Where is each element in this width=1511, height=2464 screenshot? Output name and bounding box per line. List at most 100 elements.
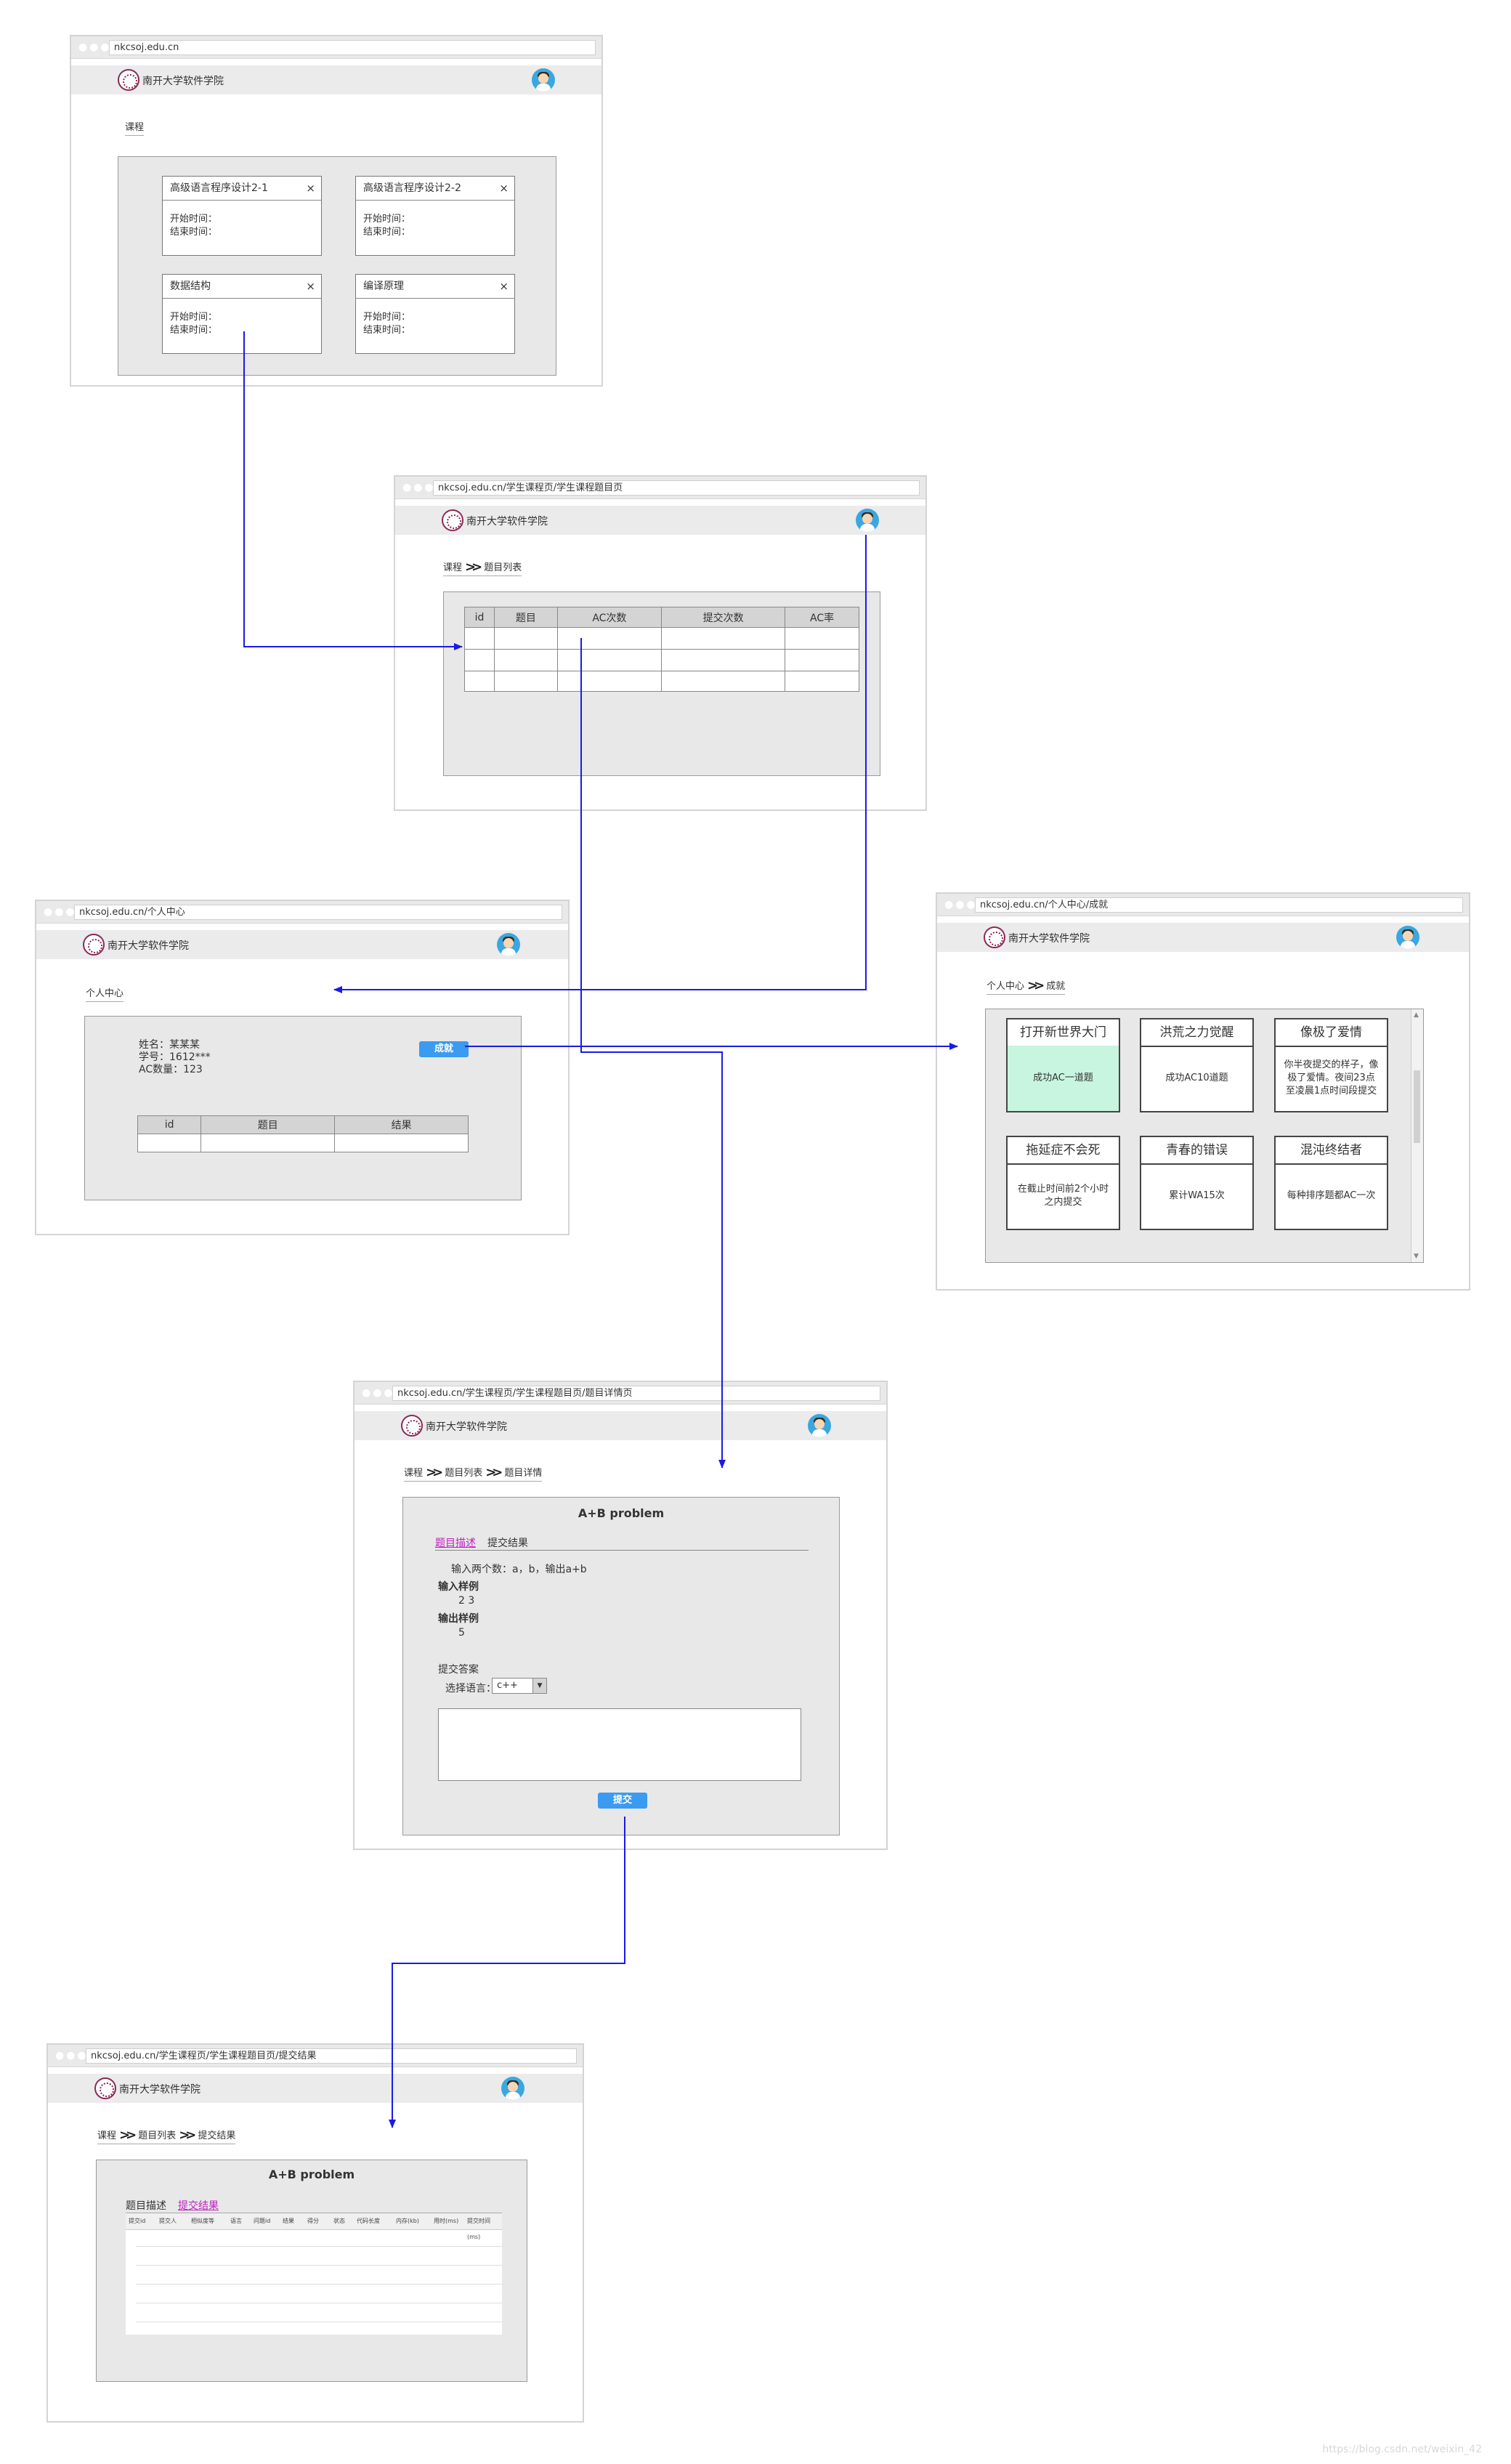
flow-arrow-submit-to-result (389, 1817, 625, 2128)
address-bar[interactable]: nkcsoj.edu.cn/个人中心/成就 (975, 897, 1463, 913)
table-row[interactable] (463, 649, 859, 671)
course-card[interactable]: 数据结构 × 开始时间：结束时间： (162, 274, 322, 354)
school-logo-icon (83, 934, 105, 956)
language-select[interactable]: c++ ▼ (492, 1678, 547, 1694)
breadcrumb: 个人中心>>成就 (987, 978, 1066, 995)
achievement-card[interactable]: 洪荒之力觉醒 成功AC10道题 (1140, 1018, 1254, 1112)
user-avatar-icon[interactable] (501, 2077, 524, 2100)
breadcrumb-achievements[interactable]: 成就 (1046, 981, 1066, 992)
submit-button[interactable]: 提交 (598, 1793, 647, 1809)
close-icon[interactable]: × (306, 280, 315, 293)
school-logo-icon (401, 1415, 423, 1437)
achievement-title: 青春的错误 (1141, 1137, 1252, 1165)
course-title: 编译原理 (356, 275, 514, 299)
language-label: 选择语言： (445, 1683, 496, 1694)
course-card[interactable]: 编译原理 × 开始时间：结束时间： (355, 274, 515, 354)
table-row[interactable] (136, 2246, 502, 2247)
flow-arrow-avatar-to-personal-center (333, 535, 867, 993)
column-header: 结果 (334, 1115, 469, 1134)
school-logo-icon (94, 2077, 116, 2099)
site-header: 南开大学软件学院 (395, 506, 925, 535)
chevron-down-icon[interactable]: ▼ (532, 1679, 546, 1693)
end-time-label: 结束时间： (363, 227, 411, 238)
achievement-card[interactable]: 青春的错误 累计WA15次 (1140, 1136, 1254, 1230)
breadcrumb-submit-result[interactable]: 提交结果 (198, 2130, 236, 2141)
tab-problem-description[interactable]: 题目描述 (435, 1538, 476, 1549)
breadcrumb-problem-list[interactable]: 题目列表 (445, 1468, 483, 1479)
course-title: 高级语言程序设计2-2 (356, 177, 514, 201)
result-table-header: 提交id 提交人 相似度等 语言 问题id 结果 得分 状态 代码长度 内存(k… (126, 2213, 502, 2240)
breadcrumb-course[interactable]: 课程 (443, 562, 463, 573)
achievement-card[interactable]: 拖延症不会死 在截止时间前2个小时之内提交 (1006, 1136, 1120, 1230)
breadcrumb-personal-center[interactable]: 个人中心 (987, 981, 1025, 992)
table-row[interactable] (137, 1134, 469, 1152)
user-name: 姓名：某某某 (139, 1039, 200, 1051)
window-courses: ●●● nkcsoj.edu.cn 南开大学软件学院 课程 高级语言程序设计2-… (70, 35, 603, 387)
window-dots-icon: ●●● (44, 906, 77, 918)
breadcrumb: 课程>>题目列表>>题目详情 (404, 1465, 543, 1482)
achievement-card[interactable]: 打开新世界大门 成功AC一道题 (1006, 1018, 1120, 1112)
user-avatar-icon[interactable] (808, 1414, 831, 1437)
browser-chrome: ●●● nkcsoj.edu.cn/个人中心/成就 (937, 894, 1469, 916)
scroll-up-icon[interactable]: ▲ (1414, 1011, 1419, 1019)
breadcrumb-problem-list[interactable]: 题目列表 (138, 2130, 177, 2141)
breadcrumb-personal-center[interactable]: 个人中心 (86, 988, 124, 999)
user-avatar-icon[interactable] (497, 933, 520, 956)
achievement-button[interactable]: 成就 (419, 1041, 469, 1057)
achievement-title: 像极了爱情 (1276, 1019, 1387, 1047)
achievement-card[interactable]: 混沌终结者 每种排序题都AC一次 (1274, 1136, 1388, 1230)
address-bar[interactable]: nkcsoj.edu.cn (109, 40, 596, 55)
column-header: 提交id (129, 2218, 146, 2224)
course-card[interactable]: 高级语言程序设计2-1 × 开始时间：结束时间： (162, 176, 322, 256)
tab-submit-result[interactable]: 提交结果 (487, 1538, 528, 1549)
start-time-label: 开始时间： (170, 312, 218, 323)
column-header: 用时(ms) (434, 2218, 459, 2224)
achievement-desc: 每种排序题都AC一次 (1287, 1190, 1376, 1201)
tab-problem-description[interactable]: 题目描述 (126, 2200, 166, 2212)
code-textarea[interactable] (438, 1708, 801, 1781)
breadcrumb-problem-detail[interactable]: 题目详情 (504, 1468, 543, 1479)
column-header: 题目 (494, 607, 558, 628)
address-bar[interactable]: nkcsoj.edu.cn/学生课程页/学生课程题目页/题目详情页 (392, 1386, 880, 1401)
flow-arrow-course-to-problem-list (243, 331, 463, 650)
close-icon[interactable]: × (499, 280, 509, 293)
user-avatar-icon[interactable] (856, 509, 879, 532)
flow-arrow-problem-to-detail (580, 638, 726, 1469)
breadcrumb: 课程 (125, 119, 145, 136)
input-sample-label: 输入样例 (438, 1581, 479, 1593)
tab-submit-result[interactable]: 提交结果 (178, 2200, 219, 2212)
breadcrumb-course[interactable]: 课程 (97, 2130, 117, 2141)
school-name: 南开大学软件学院 (108, 940, 189, 952)
course-card[interactable]: 高级语言程序设计2-2 × 开始时间：结束时间： (355, 176, 515, 256)
achievement-title: 混沌终结者 (1276, 1137, 1387, 1165)
table-row[interactable] (136, 2265, 502, 2266)
close-icon[interactable]: × (499, 182, 509, 195)
scroll-down-icon[interactable]: ▼ (1414, 1253, 1419, 1260)
address-bar[interactable]: nkcsoj.edu.cn/个人中心 (74, 905, 562, 920)
user-avatar-icon[interactable] (1396, 926, 1419, 949)
output-sample-label: 输出样例 (438, 1613, 479, 1625)
breadcrumb-problem-list[interactable]: 题目列表 (484, 562, 522, 573)
breadcrumb-course[interactable]: 课程 (404, 1468, 424, 1479)
address-bar[interactable]: nkcsoj.edu.cn/学生课程页/学生课程题目页 (433, 480, 920, 496)
window-personal-center: ●●● nkcsoj.edu.cn/个人中心 南开大学软件学院 个人中心 姓名：… (35, 900, 570, 1235)
column-header: 提交时间(ms) (467, 2218, 490, 2240)
breadcrumb: 个人中心 (86, 985, 124, 1002)
table-row[interactable] (463, 627, 859, 650)
scrollbar[interactable]: ▲ ▼ (1411, 1009, 1423, 1262)
scroll-thumb[interactable] (1414, 1070, 1420, 1143)
site-header: 南开大学软件学院 (48, 2074, 583, 2103)
table-row[interactable] (463, 671, 859, 692)
problem-title: A+B problem (578, 1506, 665, 1520)
courses-panel: 高级语言程序设计2-1 × 开始时间：结束时间： 高级语言程序设计2-2 × 开… (118, 156, 556, 376)
achievement-card[interactable]: 像极了爱情 你半夜提交的样子，像极了爱情。夜间23点至凌晨1点时间段提交 (1274, 1018, 1388, 1112)
browser-chrome: ●●● nkcsoj.edu.cn/学生课程页/学生课程题目页/提交结果 (48, 2045, 583, 2067)
address-bar[interactable]: nkcsoj.edu.cn/学生课程页/学生课程题目页/提交结果 (86, 2048, 577, 2064)
window-dots-icon: ●●● (944, 899, 978, 910)
table-row[interactable] (136, 2284, 502, 2285)
close-icon[interactable]: × (306, 182, 315, 195)
breadcrumb-course[interactable]: 课程 (125, 122, 145, 133)
column-header: 问题id (254, 2218, 271, 2224)
user-avatar-icon[interactable] (532, 68, 555, 92)
